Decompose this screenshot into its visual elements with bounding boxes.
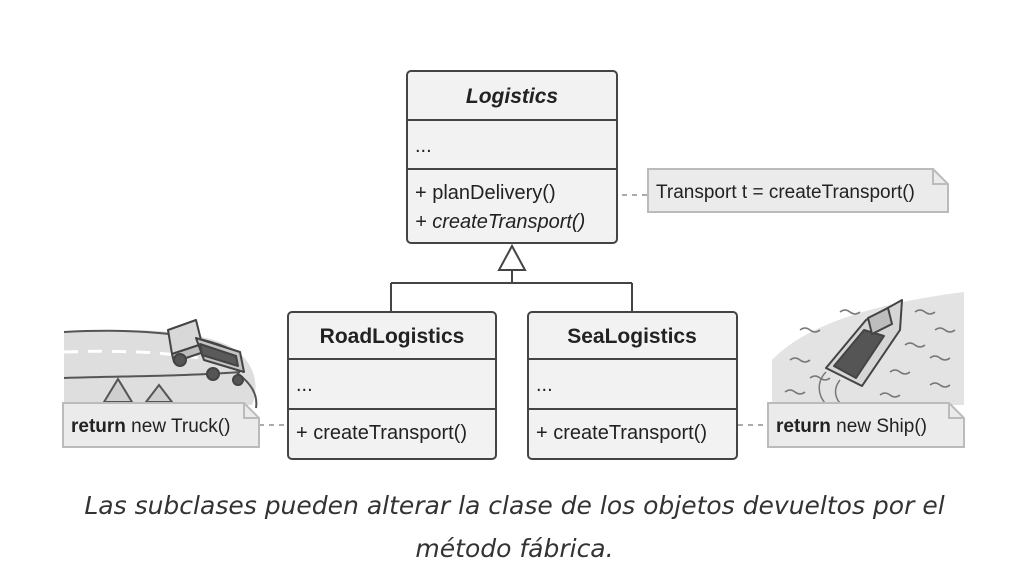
note-sea-text: return new Ship(): [776, 416, 927, 437]
boat-on-sea-illustration: [772, 292, 964, 406]
note-road-expression: new Truck(): [126, 416, 231, 437]
figure-caption: Las subclases pueden alterar la clase de…: [0, 484, 1029, 570]
method-create-transport-abstract: + createTransport(): [415, 211, 585, 233]
class-fields-road-logistics: ...: [296, 374, 313, 396]
caption-line-1: Las subclases pueden alterar la clase de…: [84, 491, 945, 520]
caption-line-2: método fábrica.: [415, 534, 614, 563]
note-sea-return: return new Ship(): [767, 402, 965, 448]
class-road-logistics: RoadLogistics ... + createTransport(): [287, 311, 497, 460]
method-create-transport-road: + createTransport(): [296, 422, 467, 444]
note-plan-delivery-text: Transport t = createTransport(): [656, 182, 915, 203]
inheritance-connector: [390, 270, 633, 313]
note-road-keyword: return: [71, 416, 126, 437]
note-plan-delivery: Transport t = createTransport(): [647, 168, 949, 213]
class-fields-logistics: ...: [415, 135, 432, 157]
class-name-logistics: Logistics: [466, 85, 558, 108]
note-sea-expression: new Ship(): [831, 416, 927, 437]
class-name-road-logistics: RoadLogistics: [320, 325, 465, 348]
method-create-transport-sea: + createTransport(): [536, 422, 707, 444]
class-sea-logistics: SeaLogistics ... + createTransport(): [527, 311, 738, 460]
class-fields-sea-logistics: ...: [536, 374, 553, 396]
class-logistics: Logistics ... + planDelivery() + createT…: [406, 70, 618, 244]
note-connectors: [259, 194, 768, 426]
inheritance-arrow-icon: [497, 243, 527, 271]
class-name-sea-logistics: SeaLogistics: [567, 325, 697, 348]
method-plan-delivery: + planDelivery(): [415, 182, 556, 204]
truck-on-road-illustration: [63, 319, 258, 409]
note-road-text: return new Truck(): [71, 416, 230, 437]
note-road-return: return new Truck(): [62, 402, 260, 448]
note-sea-keyword: return: [776, 416, 831, 437]
